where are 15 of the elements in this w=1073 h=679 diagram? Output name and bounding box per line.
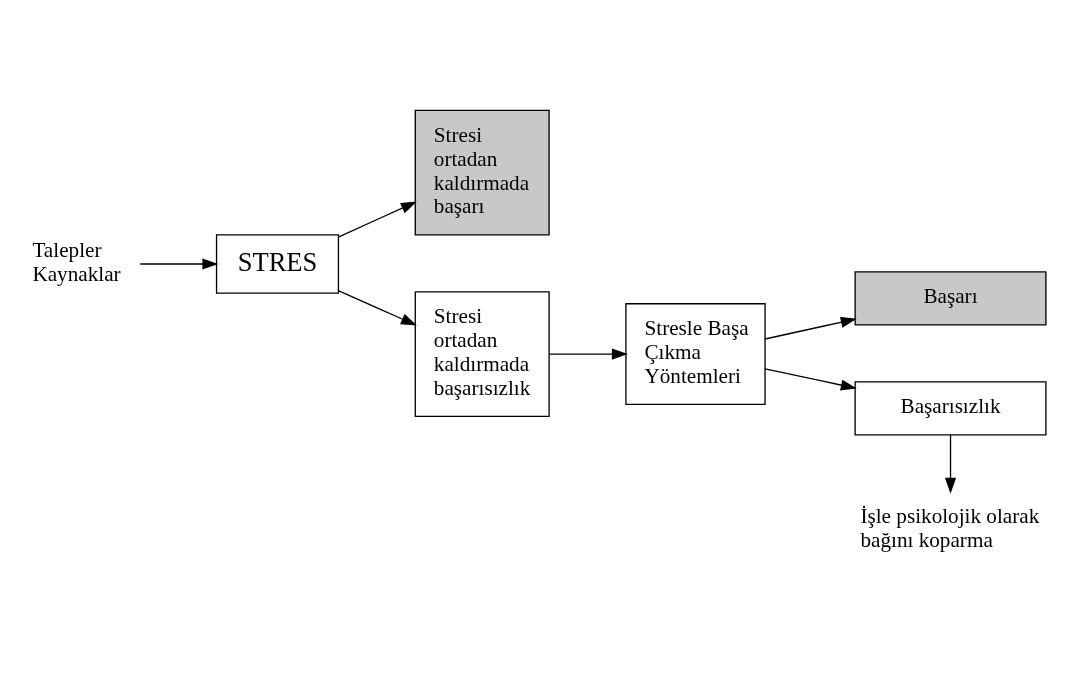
node-box: Başarı [854, 271, 1047, 326]
node-text: Talepler Kaynaklar [32, 238, 121, 286]
node-box: STRES [215, 234, 340, 294]
arrow [764, 368, 857, 391]
node-box: Başarısızlık [854, 381, 1047, 436]
arrow [548, 348, 628, 360]
arrow [944, 434, 957, 494]
node-box: Stresle Başa Çıkma Yöntemleri [625, 303, 766, 406]
arrow [338, 290, 417, 326]
node-box: Stresi ortadan kaldırmada başarı [414, 109, 550, 236]
node-text: İşle psikolojik olarak bağını koparma [860, 504, 1040, 553]
node-box: Stresi ortadan kaldırmada başarısızlık [414, 291, 550, 417]
arrow [338, 201, 417, 238]
arrow [139, 258, 219, 270]
arrow [764, 316, 857, 340]
